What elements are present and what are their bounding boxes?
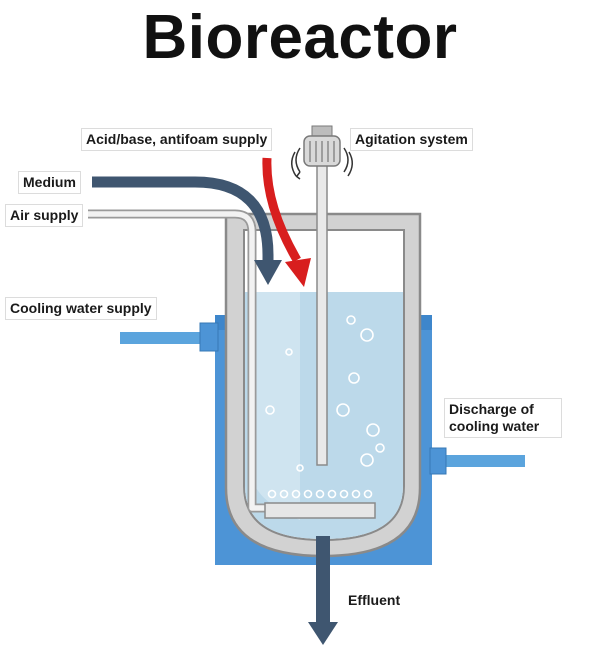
motor-icon bbox=[291, 125, 353, 180]
agitator-shaft bbox=[316, 159, 328, 466]
discharge-label-line2: cooling water bbox=[449, 418, 540, 434]
bubbles bbox=[265, 315, 385, 499]
air-supply-label: Air supply bbox=[5, 204, 84, 227]
cooling-supply-pipe bbox=[120, 332, 205, 344]
page-title: Bioreactor bbox=[142, 3, 458, 72]
cooling-supply-label: Cooling water supply bbox=[5, 297, 157, 320]
medium-arrow bbox=[92, 176, 282, 285]
cooling-discharge-flange bbox=[429, 447, 447, 475]
effluent-label: Effluent bbox=[348, 592, 401, 608]
effluent-arrow bbox=[308, 536, 338, 645]
air-supply-pipe-inner bbox=[88, 211, 265, 511]
cooling-discharge-pipe bbox=[440, 455, 525, 467]
medium-label: Medium bbox=[18, 171, 81, 194]
sparger bbox=[264, 502, 376, 519]
cooling-supply-flange bbox=[199, 322, 219, 352]
discharge-label: Discharge of cooling water bbox=[444, 398, 562, 438]
discharge-label-line1: Discharge of bbox=[449, 401, 534, 417]
liquid-highlight bbox=[255, 292, 300, 520]
agitation-label: Agitation system bbox=[350, 128, 473, 151]
acid-base-label: Acid/base, antifoam supply bbox=[81, 128, 273, 151]
acid-base-arrow bbox=[262, 157, 311, 287]
